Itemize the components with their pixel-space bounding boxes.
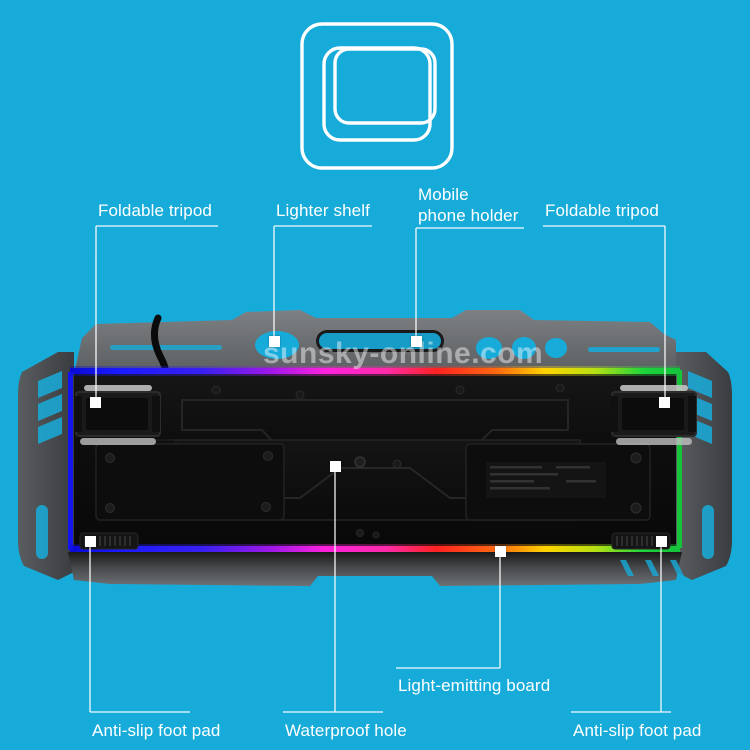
callout-label-foldable-tripod-right: Foldable tripod: [545, 201, 659, 220]
marker-anti-slip-foot-pad-left: [85, 536, 96, 547]
marker-anti-slip-foot-pad-right: [656, 536, 667, 547]
foldable-tripod-left-part: [74, 385, 161, 445]
top-shelf-frame: [74, 310, 676, 374]
left-side-wing: [18, 352, 74, 580]
callout-label-anti-slip-foot-pad-left: Anti-slip foot pad: [92, 721, 221, 740]
callout-label-foldable-tripod-left: Foldable tripod: [98, 201, 212, 220]
bottom-front-lip: [68, 552, 684, 586]
right-label-plate: [465, 443, 651, 521]
callout-label-mobile-phone-holder: Mobile phone holder: [418, 185, 519, 225]
marker-foldable-tripod-right: [659, 397, 670, 408]
callout-label-light-emitting-board: Light-emitting board: [398, 676, 551, 695]
marker-foldable-tripod-left: [90, 397, 101, 408]
waterproof-hole-part: [211, 383, 565, 539]
marker-mobile-phone-holder: [411, 336, 422, 347]
keycap-outline-icon: [300, 22, 454, 170]
marker-waterproof-hole: [330, 461, 341, 472]
marker-light-emitting-board: [495, 546, 506, 557]
marker-lighter-shelf: [269, 336, 280, 347]
left-screw-plate: [95, 443, 285, 521]
callout-label-waterproof-hole: Waterproof hole: [285, 721, 407, 740]
foldable-tripod-right-part: [610, 385, 697, 445]
light-emitting-board-strips: [68, 366, 682, 554]
callout-label-lighter-shelf: Lighter shelf: [276, 201, 370, 220]
callout-label-anti-slip-foot-pad-right: Anti-slip foot pad: [573, 721, 702, 740]
